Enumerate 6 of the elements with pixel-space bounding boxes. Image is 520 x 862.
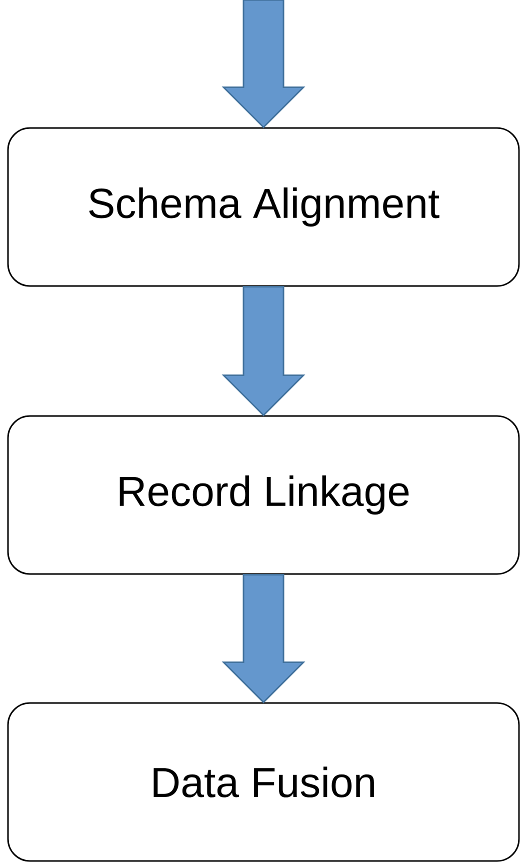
arrow bbox=[222, 574, 306, 704]
arrow bbox=[222, 286, 306, 416]
process-box: Data Fusion bbox=[7, 702, 520, 862]
process-box: Record Linkage bbox=[7, 415, 520, 575]
process-box: Schema Alignment bbox=[7, 127, 520, 287]
arrow bbox=[222, 0, 306, 128]
